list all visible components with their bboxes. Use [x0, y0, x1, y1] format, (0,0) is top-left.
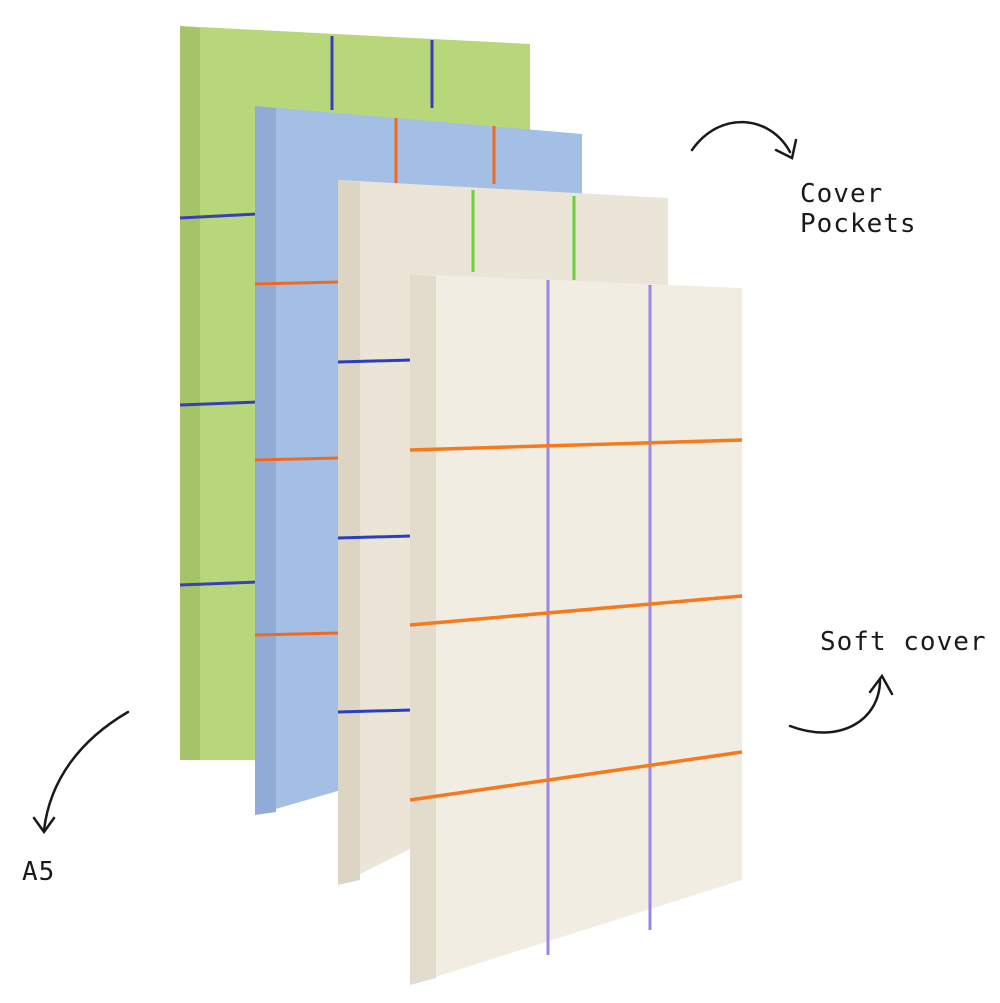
notebook-cream-front: [409, 274, 743, 985]
arrow-soft-cover: [788, 673, 894, 734]
arrow-a5: [32, 710, 130, 835]
cover-pockets-label: Cover Pockets: [800, 179, 917, 240]
cover-pockets-line1: Cover: [800, 179, 884, 209]
soft-cover-label: Soft cover: [820, 627, 987, 657]
cover-pockets-line2: Pockets: [800, 208, 917, 239]
arrow-cover-pockets: [690, 120, 798, 160]
a5-label: A5: [22, 857, 56, 887]
